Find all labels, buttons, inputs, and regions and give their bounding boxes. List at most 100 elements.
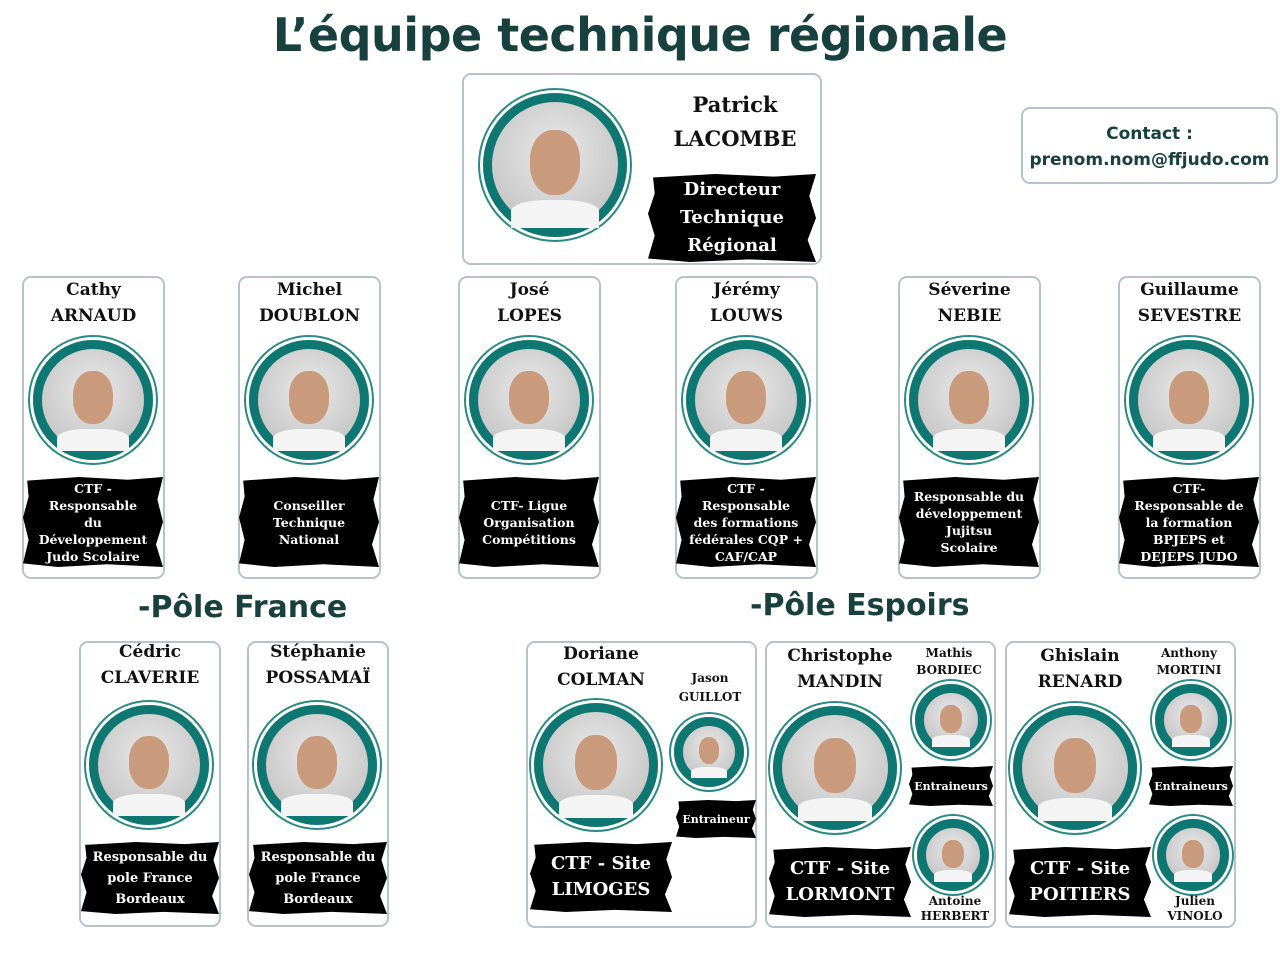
judogi-shape: [710, 428, 782, 451]
last-name: MANDIN: [797, 672, 883, 692]
first-name: Guillaume: [1140, 280, 1239, 300]
face-shape: [813, 738, 857, 794]
last-name: POSSAMAÏ: [265, 668, 371, 688]
judogi-shape: [558, 794, 634, 818]
judogi-shape: [1172, 735, 1210, 747]
role-label: Directeur Technique Régional: [648, 174, 816, 262]
judogi-shape: [1037, 797, 1113, 821]
last-name: HERBERT: [920, 909, 990, 923]
last-name: SEVESTRE: [1137, 306, 1242, 326]
last-name: VINOLO: [1167, 909, 1223, 923]
coach-label: Entraineurs: [909, 766, 993, 806]
staff-photo: [33, 340, 153, 460]
judogi-shape: [57, 428, 129, 451]
page-title: L’équipe technique régionale: [272, 8, 1008, 62]
judogi-shape: [690, 766, 728, 778]
face-shape: [948, 371, 990, 425]
face-shape: [698, 737, 720, 765]
judogi-shape: [934, 870, 972, 882]
coach-photo: [917, 819, 989, 891]
first-name: Stéphanie: [270, 642, 366, 662]
first-name: Anthony: [1160, 646, 1217, 660]
role-label: CTF - Site LIMOGES: [530, 842, 672, 912]
last-name: LACOMBE: [673, 126, 797, 151]
last-name: ARNAUD: [50, 306, 137, 326]
first-name: Jérémy: [713, 280, 780, 300]
first-name: Antoine: [928, 894, 982, 908]
face-shape: [942, 839, 964, 868]
site-lead-photo: [773, 706, 897, 830]
coach-photo: [1155, 684, 1227, 756]
face-shape: [574, 735, 618, 791]
staff-photo: [1129, 340, 1249, 460]
role-label: Responsable du développement Jujitsu Sco…: [899, 477, 1039, 567]
judogi-shape: [510, 200, 600, 228]
member-photo: [257, 705, 377, 825]
role-label: CTF - Site LORMONT: [769, 847, 911, 917]
judogi-shape: [273, 428, 345, 451]
last-name: LOUWS: [710, 306, 783, 326]
first-name: Cathy: [66, 280, 121, 300]
role-label: Responsable du pole France Bordeaux: [81, 842, 219, 914]
first-name: Julien: [1175, 894, 1215, 908]
face-shape: [128, 736, 170, 790]
role-label: CTF- Ligue Organisation Compétitions: [459, 477, 599, 567]
coach-photo: [1157, 819, 1229, 891]
judogi-shape: [113, 793, 185, 816]
role-label: CTF- Responsable de la formation BPJEPS …: [1119, 477, 1259, 567]
coach-label: Entraineur: [676, 800, 756, 838]
judogi-shape: [493, 428, 565, 451]
coach-photo: [915, 684, 987, 756]
last-name: RENARD: [1037, 672, 1123, 692]
last-name: BORDIEC: [916, 663, 982, 677]
member-photo: [89, 705, 209, 825]
pole-espoirs-heading: -Pôle Espoirs: [750, 588, 970, 623]
pole-france-heading: -Pôle France: [138, 590, 348, 625]
first-name: Séverine: [928, 280, 1011, 300]
face-shape: [529, 129, 581, 196]
staff-photo: [686, 340, 806, 460]
site-lead-photo: [1013, 706, 1137, 830]
coach-label: Entraineurs: [1149, 766, 1233, 806]
judogi-shape: [281, 793, 353, 816]
judogi-shape: [932, 735, 970, 747]
first-name: Jason: [691, 671, 729, 685]
role-label: CTF - Responsable du Développement Judo …: [23, 477, 163, 567]
face-shape: [296, 736, 338, 790]
face-shape: [725, 371, 767, 425]
face-shape: [940, 704, 962, 733]
face-shape: [1053, 738, 1097, 794]
role-label: CTF - Site POITIERS: [1009, 847, 1151, 917]
last-name: DOUBLON: [258, 306, 361, 326]
first-name: Michel: [276, 280, 343, 300]
last-name: LOPES: [497, 306, 562, 326]
role-label: CTF - Responsable des formations fédéral…: [676, 477, 816, 567]
contact-label: Contact :: [1106, 124, 1193, 144]
face-shape: [508, 371, 550, 425]
first-name: Patrick: [692, 92, 778, 117]
first-name: José: [509, 280, 550, 300]
first-name: Ghislain: [1040, 646, 1120, 666]
staff-photo: [469, 340, 589, 460]
contact-email: prenom.nom@ffjudo.com: [1029, 150, 1270, 170]
judogi-shape: [797, 797, 873, 821]
contact-box: Contact : prenom.nom@ffjudo.com: [1021, 107, 1278, 184]
site-lead-photo: [534, 703, 658, 827]
director-photo: [483, 93, 627, 237]
staff-photo: [909, 340, 1029, 460]
first-name: Christophe: [787, 646, 893, 666]
last-name: MORTINI: [1156, 663, 1222, 677]
judogi-shape: [1153, 428, 1225, 451]
judogi-shape: [933, 428, 1005, 451]
face-shape: [1180, 704, 1202, 733]
first-name: Mathis: [925, 646, 973, 660]
face-shape: [72, 371, 114, 425]
last-name: NEBIE: [937, 306, 1002, 326]
first-name: Doriane: [563, 644, 639, 664]
face-shape: [288, 371, 330, 425]
last-name: COLMAN: [557, 670, 645, 690]
face-shape: [1182, 839, 1204, 868]
judogi-shape: [1174, 870, 1212, 882]
coach-photo: [674, 717, 744, 787]
first-name: Cédric: [119, 642, 181, 662]
